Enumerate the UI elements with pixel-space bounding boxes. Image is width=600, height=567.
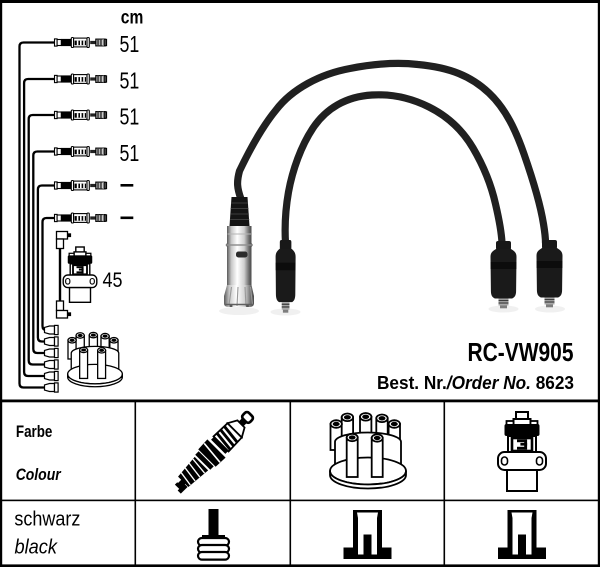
svg-text:black: black (15, 537, 58, 559)
svg-text:Colour: Colour (16, 466, 62, 484)
svg-text:51: 51 (120, 104, 140, 130)
svg-text:schwarz: schwarz (14, 509, 80, 531)
svg-text:51: 51 (120, 68, 140, 94)
svg-text:Best. Nr./Order No. 8623: Best. Nr./Order No. 8623 (377, 373, 574, 393)
svg-text:Farbe: Farbe (16, 423, 53, 441)
svg-text:RC-VW905: RC-VW905 (468, 339, 574, 367)
svg-text:cm: cm (121, 8, 144, 29)
svg-text:51: 51 (120, 140, 140, 166)
svg-text:51: 51 (120, 31, 140, 57)
svg-text:45: 45 (103, 269, 123, 292)
